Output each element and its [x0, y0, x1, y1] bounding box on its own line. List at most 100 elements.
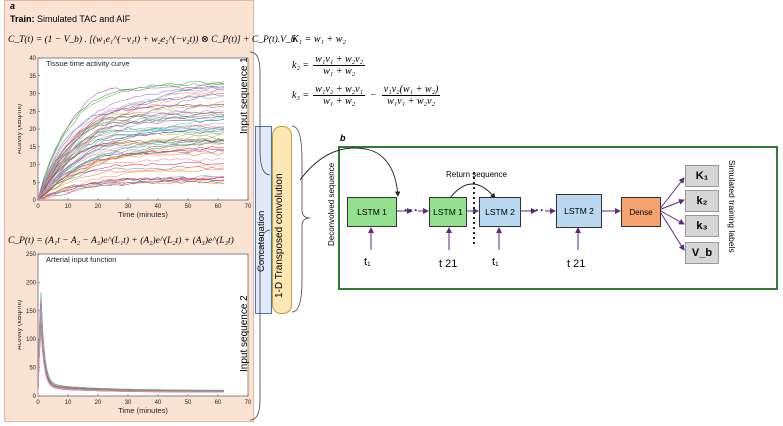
arrow-dense-to-k3 — [658, 209, 685, 225]
k3-numerator-1: w₁v₂ + w₂v₁ — [313, 84, 366, 96]
plot-area — [37, 253, 249, 397]
brace-connectors — [249, 51, 311, 421]
arrow-dense-to-k2 — [658, 199, 685, 211]
y-tick-label: 10 — [29, 163, 36, 169]
lstm1b-box[interactable]: LSTM 1 — [429, 197, 467, 227]
y-axis-label: Activity (kBq/ml) — [18, 104, 23, 154]
y-tick-label: 30 — [29, 92, 36, 98]
x-tick-label: 70 — [245, 204, 252, 210]
y-tick-label: 0 — [33, 198, 37, 204]
y-tick-label: 20 — [29, 127, 36, 133]
k3-fraction-1: w₁v₂ + w₂v₁ w₁ + w₂ — [313, 84, 366, 107]
series-line — [37, 152, 225, 200]
ellipsis-5: · — [535, 203, 539, 217]
lstm2b-label: LSTM 2 — [564, 206, 594, 216]
series-line — [37, 89, 225, 200]
x-tick-label: 0 — [36, 204, 40, 210]
y-tick-label: 35 — [29, 74, 36, 80]
series-line — [37, 85, 225, 200]
lstm1b-label: LSTM 1 — [433, 207, 463, 217]
concatenation-box — [255, 126, 272, 314]
arrow-dense-to-k1 — [658, 177, 685, 211]
label-k2-text: k₂ — [696, 195, 708, 207]
series-line — [37, 95, 225, 199]
label-k3-text: k₃ — [696, 220, 708, 232]
series-line — [37, 139, 225, 200]
lstm2b-box[interactable]: LSTM 2 — [556, 194, 602, 228]
series-line — [37, 137, 225, 200]
y-tick-label: 100 — [26, 337, 37, 343]
k3-minus: − — [370, 90, 377, 101]
series-line — [37, 81, 225, 199]
k3-equation: k₃ = w₁v₂ + w₂v₁ w₁ + w₂ − v₁v₂(w₁ + w₂)… — [292, 84, 441, 107]
y-tick-label: 40 — [29, 56, 36, 62]
panel-a-title-rest: Simulated TAC and AIF — [34, 14, 131, 24]
x-tick-label: 20 — [95, 400, 102, 406]
series-line — [37, 177, 225, 200]
series-line — [37, 329, 224, 397]
return-sequence-label: Return sequence — [446, 170, 507, 179]
x-tick-label: 40 — [155, 400, 162, 406]
x-tick-label: 30 — [125, 204, 132, 210]
input-t21-a: t 21 — [439, 258, 458, 270]
ellipsis-2: · — [409, 203, 413, 217]
ellipsis-6: · — [540, 203, 544, 217]
k3-denominator-2: w₁v₁ + w₂v₂ — [387, 96, 435, 107]
x-tick-label: 50 — [185, 204, 192, 210]
series-line — [37, 142, 225, 200]
input-t1-a: t₁ — [364, 256, 371, 268]
brace-bottom — [249, 229, 271, 421]
y-axis-label: Activity (kBq/ml) — [18, 300, 23, 350]
ellipsis-4: · — [530, 203, 534, 217]
input-t1-b: t₁ — [492, 256, 499, 268]
series-line — [37, 146, 225, 200]
series-line — [37, 161, 225, 200]
series-line — [37, 130, 225, 200]
x-tick-label: 30 — [125, 400, 132, 406]
x-tick-label: 20 — [95, 204, 102, 210]
y-tick-label: 25 — [29, 109, 36, 115]
panel-a-letter: a — [10, 1, 16, 11]
return-sequence-arrow — [449, 183, 496, 199]
y-tick-label: 0 — [33, 394, 37, 400]
chart-title: Arterial input function — [46, 255, 116, 264]
deconvolved-arrow — [299, 147, 401, 197]
x-axis-label: Time (minutes) — [118, 406, 168, 415]
series-line — [37, 124, 225, 200]
lstm2-box[interactable]: LSTM 2 — [479, 197, 521, 227]
k2-equation: k₂ = w₁v₁ + w₂v₂ w₁ + w₂ — [292, 54, 366, 77]
x-tick-label: 60 — [215, 204, 222, 210]
x-tick-label: 70 — [245, 400, 252, 406]
series-line — [37, 93, 225, 200]
cp-equation: C_P(t) = (A₁t − A₂ − A₃)e^(L₁t) + (A₂)e^… — [8, 236, 234, 246]
panel-a-title-bold: Train: — [10, 14, 35, 24]
x-tick-label: 50 — [185, 400, 192, 406]
y-tick-label: 250 — [26, 252, 37, 258]
panel-b-letter: b — [340, 133, 346, 143]
lstm1-box[interactable]: LSTM 1 — [347, 197, 397, 227]
series-line — [37, 111, 225, 200]
training-labels-caption: Simulated training labels — [727, 160, 737, 253]
dense-box[interactable]: Dense — [621, 197, 661, 227]
label-k3-box: k₃ — [685, 215, 719, 237]
x-tick-label: 10 — [65, 204, 72, 210]
series-line — [37, 93, 225, 200]
series-line — [37, 83, 225, 199]
brace-right — [291, 125, 311, 313]
ct-equation: C_T(t) = (1 − V_b) . [(w₁e₁^(−v₁t) + w₂e… — [8, 35, 296, 45]
series-line — [37, 134, 224, 200]
series-line — [37, 309, 224, 397]
label-k1-box: K₁ — [685, 165, 719, 187]
y-tick-label: 15 — [29, 145, 36, 151]
series-line — [37, 139, 225, 200]
k3-fraction-2: v₁v₂(w₁ + w₂) w₁v₁ + w₂v₂ — [381, 84, 441, 107]
k3-lhs: k₃ = — [292, 90, 310, 101]
series-line — [37, 85, 225, 199]
ellipsis-3: · — [414, 203, 418, 217]
dense-label: Dense — [629, 207, 653, 217]
k2-lhs: k₂ = — [292, 60, 310, 71]
series-line — [37, 138, 225, 200]
label-k1-text: K₁ — [695, 170, 709, 182]
